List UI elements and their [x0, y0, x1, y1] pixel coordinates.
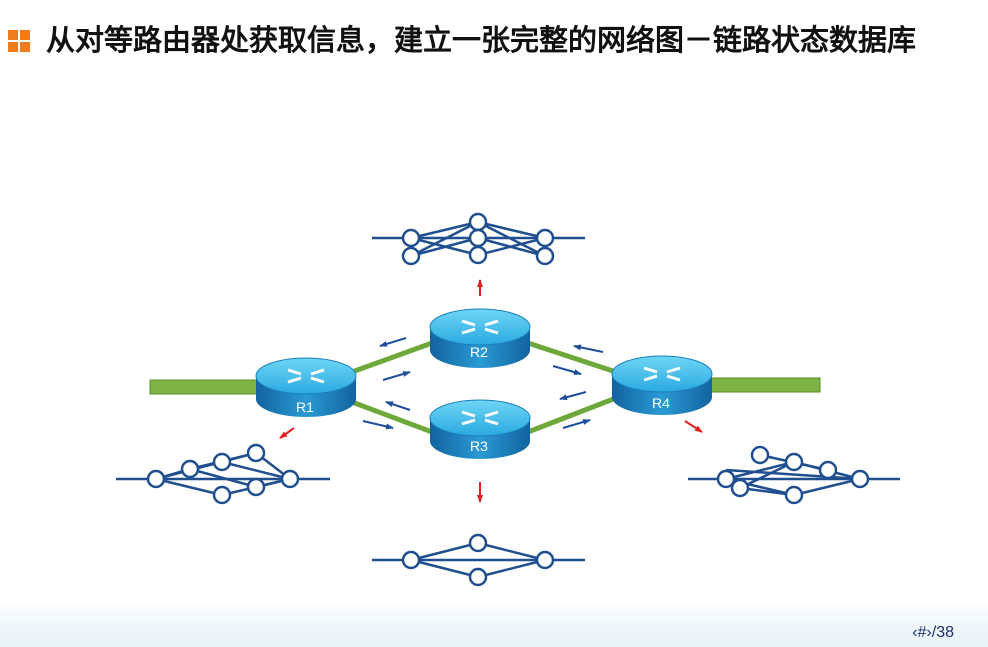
router-r1: R1	[255, 357, 357, 417]
router-r3-label: R3	[470, 438, 488, 454]
graph-top	[372, 212, 585, 266]
router-r2-icon	[461, 319, 499, 335]
graph-left	[116, 443, 330, 505]
database-arrows	[279, 279, 703, 503]
router-r3-icon	[461, 410, 499, 426]
router-links	[351, 340, 617, 435]
footer-band	[0, 600, 988, 647]
router-r1-label: R1	[296, 399, 314, 415]
router-r2-label: R2	[470, 344, 488, 360]
bullet-icon	[8, 30, 30, 52]
page-number: ‹#›/38	[912, 624, 954, 641]
router-r2: R2	[429, 308, 531, 368]
slide-title: 从对等路由器处获取信息，建立一张完整的网络图－链路状态数据库	[46, 23, 917, 57]
router-r3: R3	[429, 399, 531, 459]
router-r4: R4	[611, 355, 713, 415]
graph-right	[688, 445, 900, 505]
external-links	[149, 377, 821, 395]
graph-bottom	[372, 533, 585, 587]
router-r4-icon	[643, 366, 681, 382]
router-r4-label: R4	[652, 395, 670, 411]
lsa-flow-arrows	[362, 337, 604, 430]
router-r1-icon	[287, 368, 325, 384]
